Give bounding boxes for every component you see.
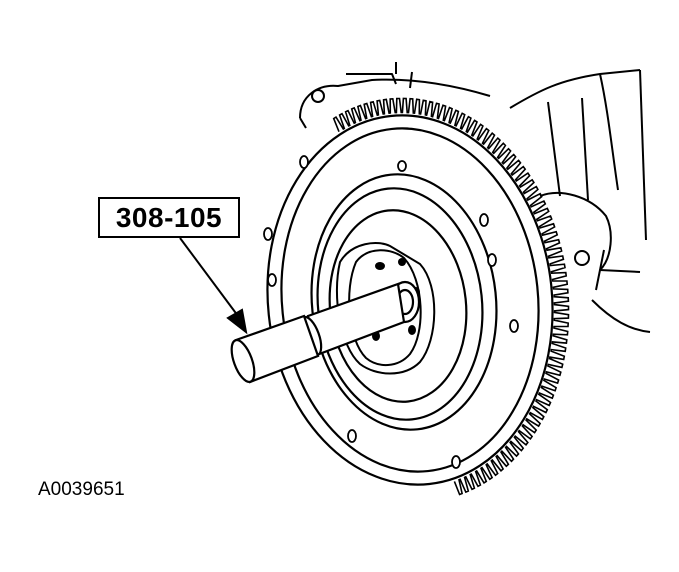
figure-id: A0039651 <box>38 479 125 500</box>
tool-number-text: 308-105 <box>115 201 223 233</box>
pilot-bearing-tool <box>230 280 421 384</box>
leader-arrow <box>179 237 248 335</box>
tool-number-label: 308-105 <box>98 197 240 238</box>
engine-block-outline <box>299 62 651 333</box>
flywheel-bolt-holes <box>263 155 519 469</box>
ring-gear <box>332 97 570 496</box>
